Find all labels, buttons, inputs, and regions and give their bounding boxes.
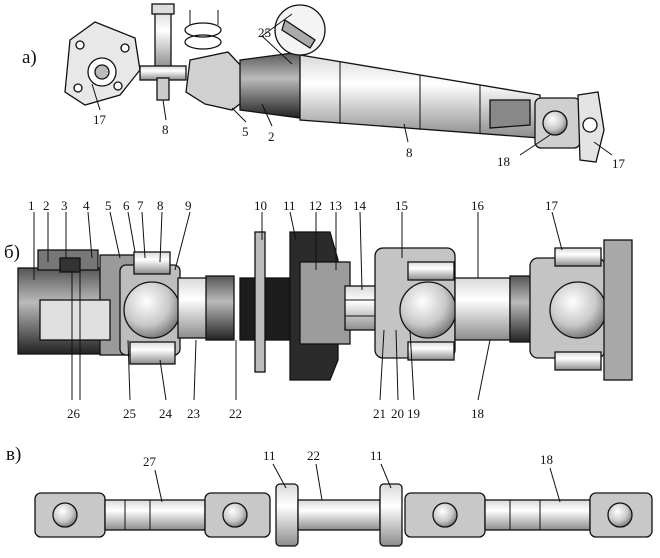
section-label-c: в) — [6, 444, 21, 465]
label-b-23: 23 — [187, 406, 200, 421]
label-b-2: 2 — [43, 198, 50, 213]
cross-spider — [139, 3, 187, 101]
driveline-bearing-11-right — [379, 483, 403, 547]
driveline-shaft-27 — [104, 499, 206, 531]
part-c-view: в) — [6, 444, 653, 547]
label-a-18: 18 — [497, 154, 510, 169]
gasket-plates — [184, 10, 222, 50]
label-b-17: 17 — [545, 198, 559, 213]
gearbox-output-housing — [17, 249, 136, 356]
section-label-a: а) — [22, 47, 37, 68]
driveline-joint-3 — [404, 492, 486, 538]
driveline-bearing-11-left — [275, 483, 299, 547]
driveline-left-joint — [34, 492, 106, 538]
label-c-11-left: 11 — [263, 448, 276, 463]
leaders-a — [91, 13, 613, 156]
label-b-24: 24 — [159, 406, 173, 421]
label-b-5: 5 — [105, 198, 112, 213]
driveline-joint-2 — [204, 492, 271, 538]
label-b-26: 26 — [67, 406, 81, 421]
detail-inset — [274, 4, 326, 56]
label-b-9: 9 — [185, 198, 192, 213]
rear-shaft-tube — [454, 275, 533, 343]
label-b-4: 4 — [83, 198, 90, 213]
label-b-6: 6 — [123, 198, 130, 213]
label-b-18: 18 — [471, 406, 484, 421]
label-b-20: 20 — [391, 406, 404, 421]
leaders-c — [154, 463, 561, 503]
label-b-13: 13 — [329, 198, 342, 213]
label-a-2: 2 — [268, 129, 275, 144]
driveline-shaft-18 — [484, 499, 591, 531]
label-b-15: 15 — [395, 198, 408, 213]
label-a-8-cross: 8 — [162, 122, 169, 137]
label-c-11-right: 11 — [370, 448, 383, 463]
label-b-14: 14 — [353, 198, 367, 213]
label-a-25: 25 — [258, 25, 271, 40]
label-b-25: 25 — [123, 406, 136, 421]
label-a-17-left: 17 — [93, 112, 107, 127]
label-b-10: 10 — [254, 198, 267, 213]
slip-yoke-shaft — [185, 51, 541, 139]
part-b-view: б) — [4, 198, 633, 421]
label-b-7: 7 — [137, 198, 144, 213]
label-b-22: 22 — [229, 406, 242, 421]
part-a-view: а) — [22, 3, 626, 171]
label-a-8-shaft: 8 — [406, 145, 413, 160]
label-b-19: 19 — [407, 406, 420, 421]
rear-universal-joint — [529, 239, 633, 381]
label-a-17-right: 17 — [612, 156, 626, 171]
label-b-16: 16 — [471, 198, 485, 213]
center-support-bearing — [289, 231, 351, 381]
label-c-22: 22 — [307, 448, 320, 463]
label-b-3: 3 — [61, 198, 68, 213]
leaders-b — [33, 211, 563, 401]
driveline-shaft-22 — [297, 499, 381, 531]
flange-left — [64, 21, 141, 106]
label-b-1: 1 — [28, 198, 35, 213]
label-c-18: 18 — [540, 452, 553, 467]
label-c-27: 27 — [143, 454, 157, 469]
front-shaft-tube — [177, 231, 301, 373]
front-universal-joint — [119, 251, 181, 365]
label-b-12: 12 — [309, 198, 322, 213]
joint-flange-right — [534, 91, 605, 163]
label-b-21: 21 — [373, 406, 386, 421]
label-a-5: 5 — [242, 124, 249, 139]
label-b-11: 11 — [283, 198, 296, 213]
middle-universal-joint — [374, 247, 457, 361]
driveline-right-joint — [589, 492, 653, 538]
section-label-b: б) — [4, 242, 20, 263]
label-b-8: 8 — [157, 198, 164, 213]
